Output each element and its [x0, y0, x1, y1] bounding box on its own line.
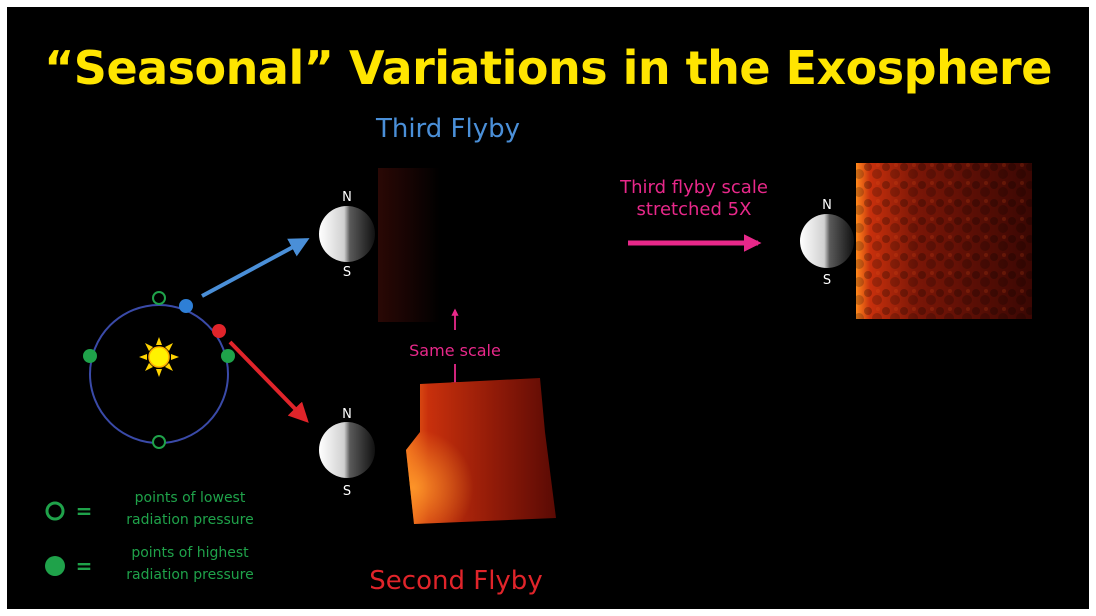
legend-highest-line2: radiation pressure: [126, 567, 253, 583]
second-flyby-label: Second Flyby: [369, 566, 542, 596]
mercury-planet-icon: [319, 206, 375, 262]
sun-icon: [139, 337, 179, 377]
third-flyby-exosphere-image: [378, 168, 440, 322]
north-pole-label: N: [342, 190, 352, 205]
legend-equals-highest: =: [76, 554, 93, 578]
stretch-label-line1: Third flyby scale: [619, 177, 768, 198]
stretch-label-line2: stretched 5X: [637, 199, 752, 220]
south-pole-label: S: [343, 265, 351, 280]
legend-lowest-symbol: [45, 501, 65, 521]
north-pole-label: N: [822, 198, 832, 213]
legend-highest-line1: points of highest: [131, 545, 249, 561]
lowest-pressure-point-top: [152, 291, 166, 305]
legend-lowest-line1: points of lowest: [135, 490, 246, 506]
second-flyby-exosphere-image: [406, 378, 556, 524]
legend: = points of lowest radiation pressure = …: [45, 490, 254, 583]
second-flyby-position-dot: [212, 324, 226, 338]
south-pole-label: S: [823, 273, 831, 288]
legend-highest-symbol: [45, 556, 65, 576]
third-flyby-position-dot: [179, 299, 193, 313]
mercury-planet-icon: [319, 422, 375, 478]
legend-equals-lowest: =: [76, 499, 93, 523]
third-flyby-label: Third Flyby: [375, 114, 520, 144]
lowest-pressure-point-bottom: [152, 435, 166, 449]
second-flyby-arrow: [228, 340, 309, 423]
highest-pressure-point-left: [83, 349, 97, 363]
north-pole-label: N: [342, 407, 352, 422]
slide-title: “Seasonal” Variations in the Exosphere: [44, 41, 1052, 95]
same-scale-label: Same scale: [409, 341, 501, 360]
south-pole-label: S: [343, 484, 351, 499]
legend-lowest-line2: radiation pressure: [126, 512, 253, 528]
third-flyby-arrow: [201, 238, 310, 298]
mercury-planet-icon: [800, 214, 854, 268]
highest-pressure-point-right: [221, 349, 235, 363]
third-flyby-stretched-image: [856, 163, 1032, 319]
